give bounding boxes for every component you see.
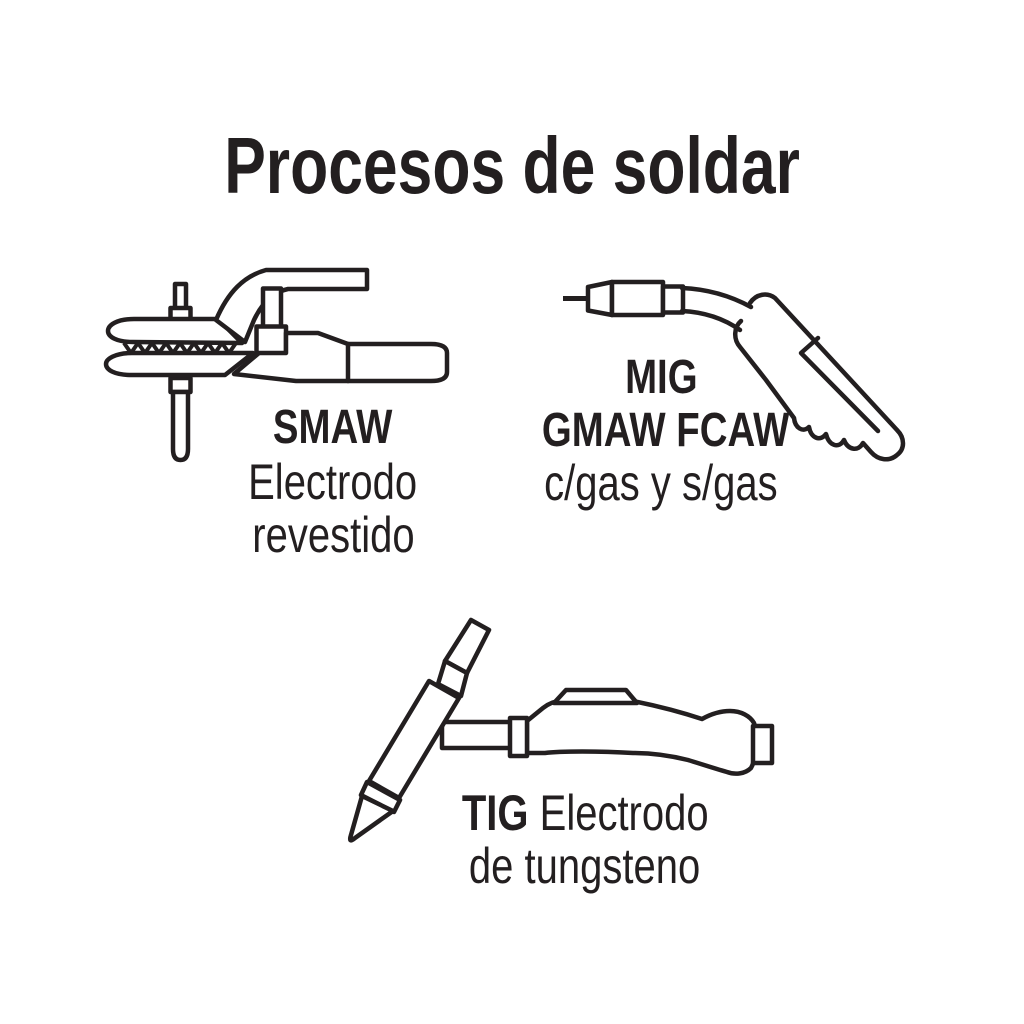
mig-neck-inner [679, 308, 743, 333]
smaw-handle [231, 330, 450, 384]
mig-desc-line: c/gas y s/gas [544, 455, 778, 511]
tig-handle-front-collar [507, 715, 530, 759]
smaw-desc-line2: revestido [251, 507, 415, 563]
mig-handle-outline [733, 292, 906, 462]
tig-handle [524, 698, 759, 776]
mig-handle-fill [735, 294, 903, 460]
mig-nozzle-collar [660, 284, 686, 315]
tig-cable-boot [750, 723, 775, 766]
mig-torch-icon [563, 279, 906, 462]
tig-label: TIG Electrodo de tungsteno [395, 786, 775, 893]
mig-name-line2: GMAW FCAW [541, 404, 790, 457]
mig-label: MIG GMAW FCAW c/gas y s/gas [511, 350, 811, 509]
mig-handle-panel [798, 335, 881, 434]
tig-name-line: TIG Electrodo [461, 785, 709, 841]
mig-neck-outer [679, 285, 754, 310]
tig-collar-upper [435, 658, 470, 699]
mig-nozzle-tip [585, 279, 615, 318]
smaw-upper-jaw [105, 316, 245, 346]
mig-nozzle-body [609, 279, 666, 318]
smaw-lower-jaw [103, 350, 256, 378]
tig-handle-button [551, 687, 640, 706]
page-title-text: Procesos de soldar [224, 121, 800, 210]
smaw-desc-line1: Electrodo [248, 454, 418, 510]
smaw-electrode-holder-icon [103, 267, 450, 463]
page-title: Procesos de soldar [0, 124, 1024, 208]
smaw-lever-arm [213, 267, 370, 345]
tig-desc-line2: de tungsteno [469, 838, 701, 894]
smaw-jaw-teeth [122, 341, 238, 355]
smaw-pivot-block [254, 324, 289, 356]
mig-name-line: MIG [624, 351, 698, 404]
tig-tube [439, 719, 515, 751]
tig-nozzle-cone [347, 793, 396, 843]
smaw-label: SMAW Electrodo revestido [183, 400, 483, 562]
tig-torch-icon [347, 617, 775, 843]
smaw-name-line: SMAW [273, 401, 393, 454]
smaw-electrode-bottom [170, 389, 191, 463]
smaw-pivot-post [260, 286, 284, 330]
